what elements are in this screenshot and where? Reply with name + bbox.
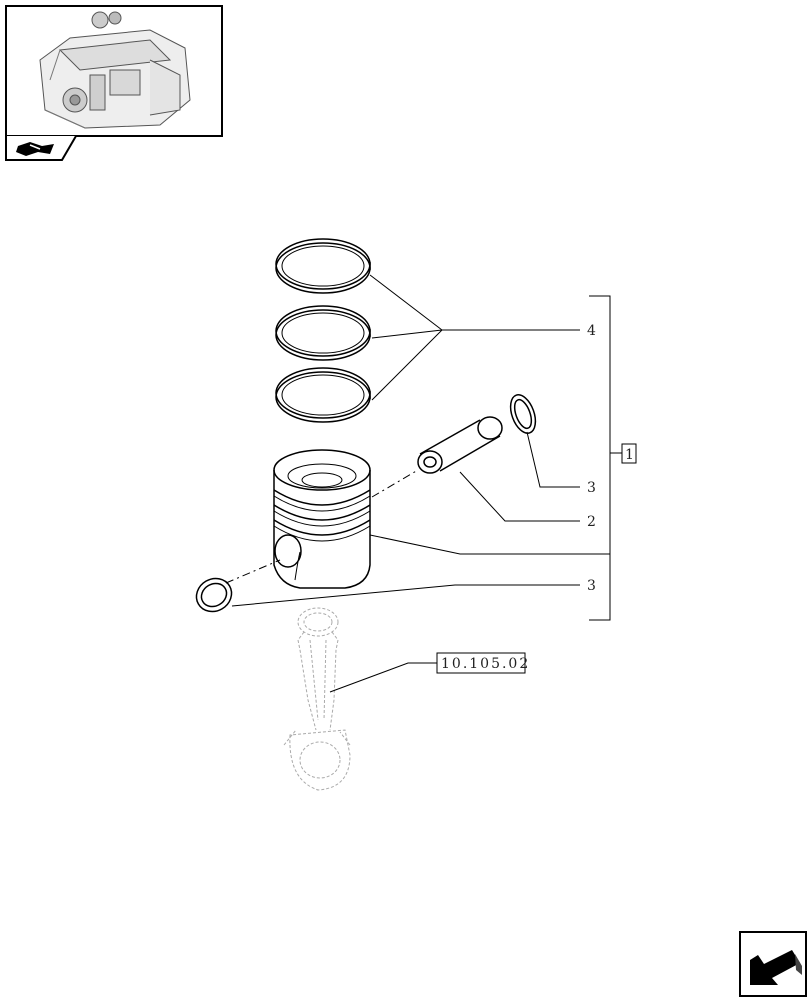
reference-box-connecting-rod[interactable]: 10.105.02: [436, 652, 530, 674]
piston-pin: [417, 416, 503, 474]
part-leaders: [231, 431, 610, 607]
reference-leader: [329, 662, 437, 693]
assembly-axis: [225, 469, 419, 584]
ring-leaders: [369, 274, 580, 401]
engine-thumbnail[interactable]: [5, 5, 223, 137]
book-icon: [16, 142, 54, 156]
callout-rings: 4: [587, 323, 596, 339]
assembly-bracket: [589, 295, 622, 621]
circlip-left: [195, 577, 233, 613]
piston-ring-bottom: [275, 367, 371, 423]
section-tab[interactable]: [5, 135, 77, 161]
connecting-rod: [283, 607, 351, 791]
next-page-button[interactable]: [739, 931, 807, 997]
circlip-right: [509, 394, 537, 434]
engine-thumbnail-icon: [39, 11, 191, 129]
callout-assembly-box[interactable]: 1: [621, 443, 637, 464]
callout-circlip-left: 3: [587, 578, 596, 594]
reference-connecting-rod: 10.105.02: [441, 656, 530, 672]
callout-assembly: 1: [625, 447, 634, 463]
piston: [273, 449, 371, 589]
piston-rings: [275, 238, 371, 423]
piston-ring-top: [275, 238, 371, 294]
callout-pin: 2: [587, 514, 596, 530]
piston-ring-middle: [275, 305, 371, 361]
callout-circlip-right: 3: [587, 480, 596, 496]
next-page-arrow-icon: [750, 950, 802, 985]
